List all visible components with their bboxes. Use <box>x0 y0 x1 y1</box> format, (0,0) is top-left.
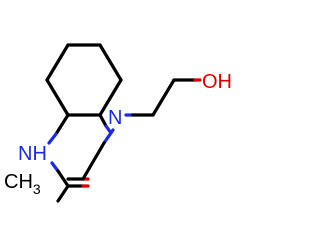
amine-nitrogen-label: N <box>108 107 122 129</box>
acetyl-methyl-main: CH <box>4 171 33 193</box>
ring-bond-bottom-left <box>45 78 70 117</box>
amide-nitrogen-to-carbonyl-bond <box>56 169 70 188</box>
amine-to-methyl-bond-colored <box>102 128 115 145</box>
carbonyl-to-methyl-bond <box>56 184 70 203</box>
hydroxyl-label: OH <box>202 71 232 93</box>
ring-to-amide-nitrogen-bond-colored <box>47 132 58 145</box>
acetyl-methyl-label: CH3 <box>4 171 41 197</box>
ring-to-amide-nitrogen-bond <box>54 113 70 136</box>
ring-to-amine-nitrogen-bond <box>98 113 108 128</box>
ring-bond-bottom-right <box>98 78 123 117</box>
amine-to-methyl-bond <box>81 141 106 181</box>
amide-nitrogen-to-carbonyl-bond-colored <box>50 161 60 173</box>
amide-nitrogen-label: NH <box>18 143 47 165</box>
ethyl-chain-bond <box>151 78 176 117</box>
acetyl-methyl-subscript: 3 <box>33 181 41 197</box>
ring-bond-top-right <box>98 43 123 82</box>
molecule-structure: NH N OH CH3 <box>4 43 232 203</box>
ring-bond-top-left <box>45 43 70 82</box>
